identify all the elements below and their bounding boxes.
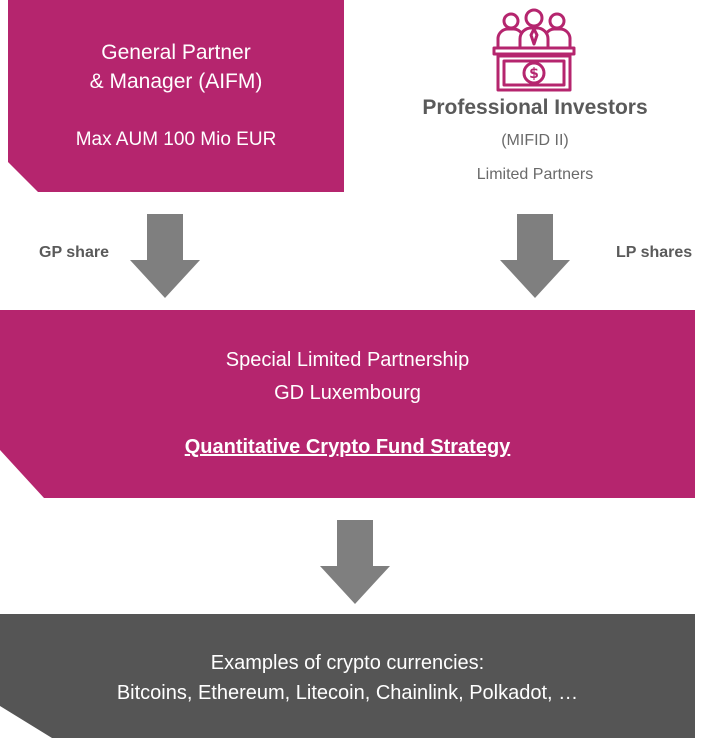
max-aum-text: Max AUM 100 Mio EUR xyxy=(75,129,277,150)
crypto-examples-box: Examples of crypto currencies: Bitcoins,… xyxy=(0,614,695,738)
general-partner-line2: & Manager (AIFM) xyxy=(89,70,263,93)
partnership-title: Special Limited Partnership GD Luxembour… xyxy=(0,344,695,410)
partnership-box: Special Limited Partnership GD Luxembour… xyxy=(0,310,695,498)
strategy-link[interactable]: Quantitative Crypto Fund Strategy xyxy=(184,436,511,458)
general-partner-title: General Partner & Manager (AIFM) xyxy=(8,38,344,96)
crypto-examples-list: Bitcoins, Ethereum, Litecoin, Chainlink,… xyxy=(116,682,579,704)
lp-down-arrow xyxy=(500,214,570,298)
gp-share-label: GP share xyxy=(39,244,109,261)
general-partner-line1: General Partner xyxy=(101,41,251,64)
crypto-examples-heading: Examples of crypto currencies: xyxy=(210,652,485,674)
investors-money-icon: $ xyxy=(492,8,576,92)
svg-text:$: $ xyxy=(529,66,539,82)
gp-down-arrow xyxy=(130,214,200,298)
investors-title: Professional Investors xyxy=(422,96,648,119)
investors-role: Limited Partners xyxy=(476,166,594,183)
crypto-examples-text: Examples of crypto currencies: Bitcoins,… xyxy=(0,648,695,708)
crypto-down-arrow xyxy=(320,520,390,604)
investors-regulation: (MIFID II) xyxy=(501,132,569,149)
lp-shares-label: LP shares xyxy=(616,244,693,261)
partnership-line1: Special Limited Partnership xyxy=(225,349,470,371)
partnership-line2: GD Luxembourg xyxy=(274,382,421,404)
general-partner-box: General Partner & Manager (AIFM) Max AUM… xyxy=(8,0,344,192)
